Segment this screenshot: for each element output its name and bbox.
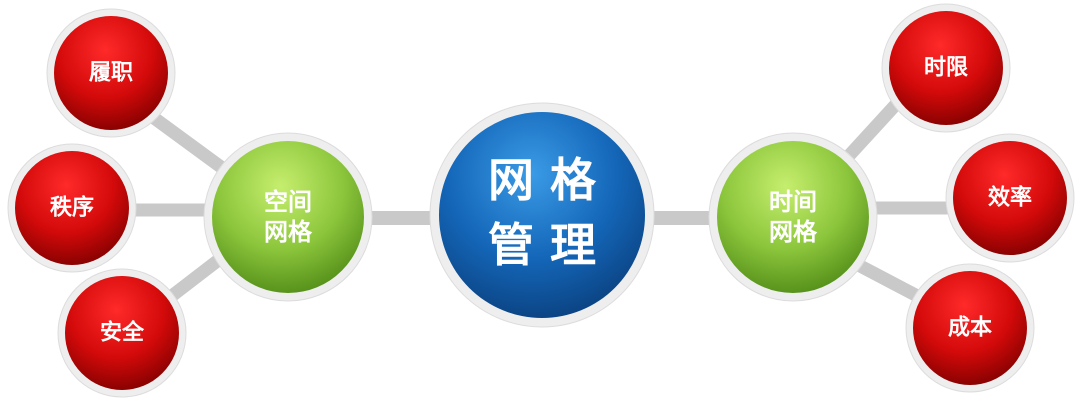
spatial-child-anquan-label: 安全: [100, 320, 145, 346]
spatial-child-anquan: 安全: [57, 268, 187, 398]
temporal-child-chengben-label: 成本: [948, 316, 992, 341]
temporal-grid-circle: [717, 141, 869, 293]
spatial-grid-circle: [212, 141, 364, 293]
spatial-grid-node: 空间 网格: [203, 132, 373, 302]
temporal-child-chengben: 成本: [905, 263, 1035, 393]
spatial-child-zhixu-label: 秩序: [50, 195, 94, 221]
center-node-label-line1: 网 格: [488, 153, 597, 207]
spatial-child-zhixu: 秩序: [7, 143, 137, 273]
spatial-grid-label-line1: 空间: [264, 188, 312, 216]
center-node: 网 格 管 理: [429, 102, 655, 328]
temporal-child-xiaolv: 效率: [945, 133, 1075, 263]
temporal-child-shixian: 时限: [881, 3, 1011, 133]
temporal-grid-label-line2: 网格: [769, 218, 818, 246]
temporal-child-shixian-label: 时限: [924, 56, 968, 81]
spatial-child-lvzhi: 履职: [46, 8, 176, 138]
temporal-child-xiaolv-circle: [953, 141, 1067, 255]
spatial-grid-label-line2: 网格: [264, 218, 313, 246]
center-node-circle: [439, 112, 645, 318]
temporal-grid-label-line1: 时间: [769, 188, 817, 216]
temporal-child-shixian-circle: [889, 11, 1003, 125]
spatial-child-anquan-circle: [65, 276, 179, 390]
spatial-child-zhixu-circle: [15, 151, 129, 265]
temporal-child-chengben-circle: [913, 271, 1027, 385]
center-node-label-line2: 管 理: [488, 218, 596, 272]
spatial-child-lvzhi-circle: [54, 16, 168, 130]
temporal-child-xiaolv-label: 效率: [988, 185, 1032, 211]
connector-spatial-lvzhi: [143, 108, 232, 177]
temporal-grid-node: 时间 网格: [708, 132, 878, 302]
connector-temporal-shixian: [838, 93, 907, 167]
spatial-child-lvzhi-label: 履职: [89, 61, 133, 86]
